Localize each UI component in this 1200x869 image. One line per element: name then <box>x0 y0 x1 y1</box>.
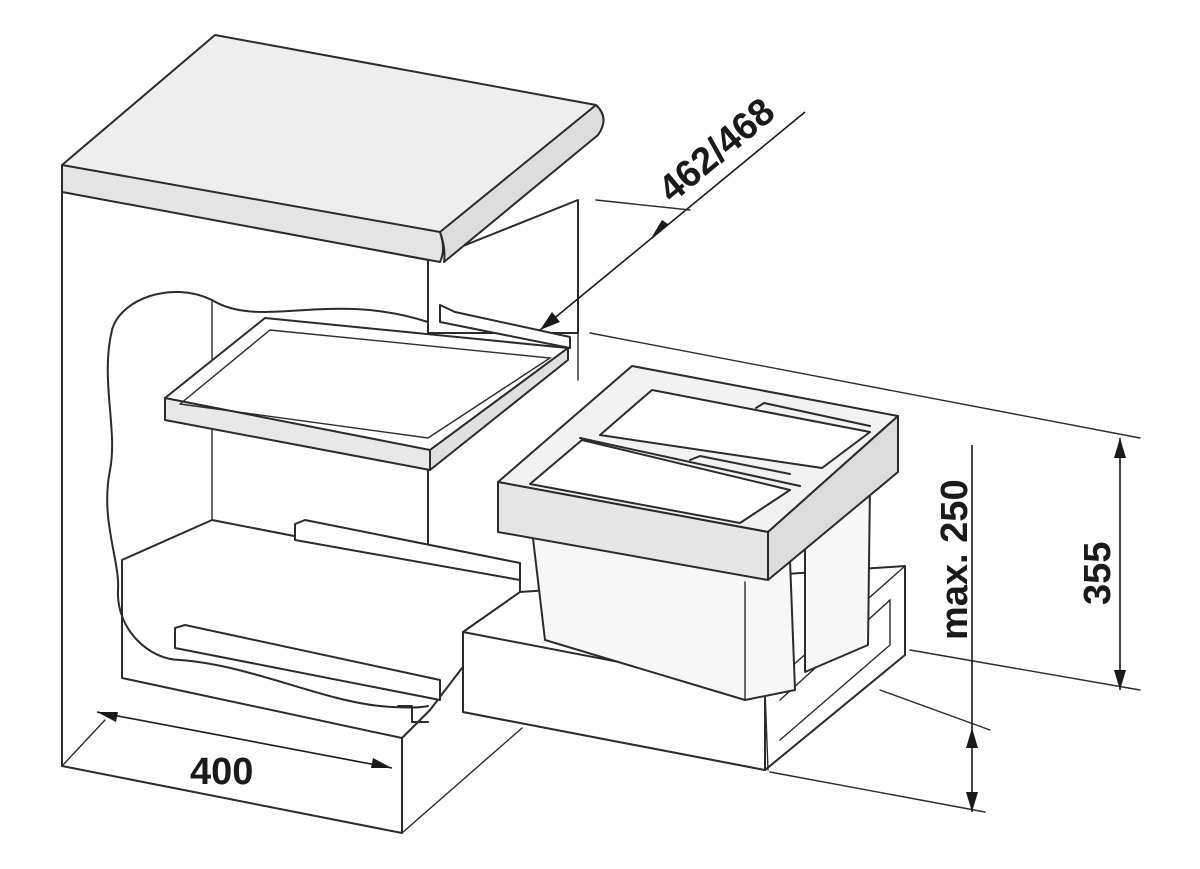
dimension-bin-height: max. 250 <box>934 445 978 812</box>
cutaway-edge <box>106 291 429 709</box>
height-label: 355 <box>1077 542 1119 605</box>
bin-height-label: max. 250 <box>934 479 976 640</box>
drawer-rail-lower <box>174 624 441 701</box>
dimension-width: 400 <box>96 711 393 793</box>
width-label: 400 <box>190 751 253 793</box>
dimension-height: 355 <box>1077 438 1126 690</box>
countertop <box>61 34 605 263</box>
pullout-shelf <box>164 317 569 471</box>
depth-label: 462/468 <box>651 90 783 210</box>
bin-frame <box>497 365 899 581</box>
drawer-rail-middle <box>294 519 521 581</box>
drawer-rail-upper <box>439 304 571 349</box>
